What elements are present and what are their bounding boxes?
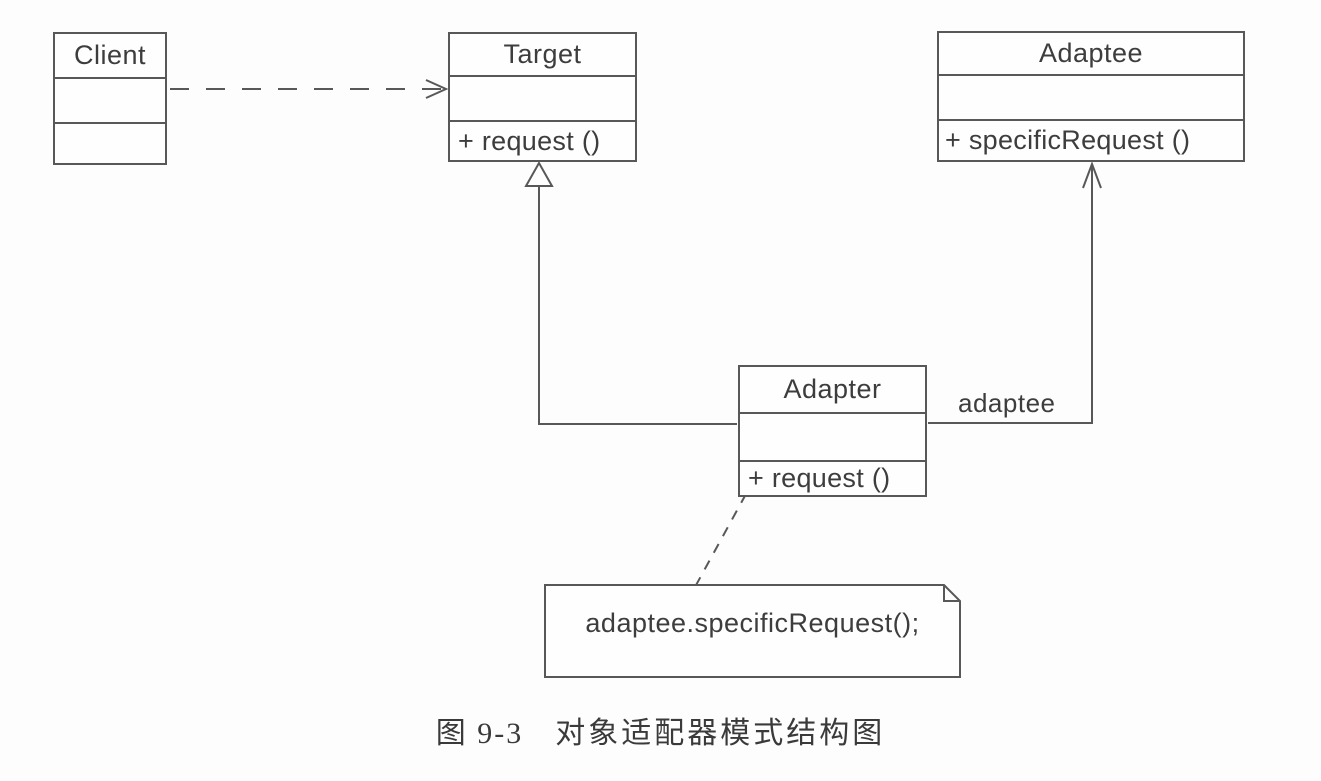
class-attributes-compartment bbox=[740, 412, 925, 460]
figure-number: 图 9-3 bbox=[435, 717, 524, 750]
open-arrowhead-icon bbox=[1082, 161, 1102, 189]
note-fold-corner-icon bbox=[943, 585, 960, 602]
class-methods-compartment: + request () bbox=[740, 460, 925, 495]
class-methods-compartment: + request () bbox=[450, 120, 635, 160]
association-role-label: adaptee bbox=[958, 388, 1056, 418]
class-box-target: Target + request () bbox=[448, 32, 637, 162]
class-box-adapter: Adapter + request () bbox=[738, 365, 927, 497]
figure-title: 对象适配器模式结构图 bbox=[555, 717, 886, 750]
class-methods-compartment bbox=[55, 122, 165, 163]
note-shape bbox=[544, 584, 961, 678]
association-line-adapter-adaptee bbox=[928, 167, 1093, 424]
class-name: Target bbox=[503, 39, 582, 69]
class-box-adaptee: Adaptee + specificRequest () bbox=[937, 31, 1245, 162]
class-box-client: Client bbox=[53, 32, 167, 165]
class-name: Client bbox=[73, 40, 147, 70]
class-name: Adapter bbox=[783, 374, 882, 404]
class-attributes-compartment bbox=[939, 74, 1243, 119]
note-anchor-line bbox=[694, 493, 747, 588]
generalization-line-adapter-target bbox=[538, 186, 737, 425]
figure-caption: 图 9-3 对象适配器模式结构图 bbox=[0, 708, 1321, 752]
class-name: Adaptee bbox=[1038, 38, 1144, 68]
class-attributes-compartment bbox=[450, 75, 635, 120]
note-text: adaptee.specificRequest(); bbox=[585, 607, 920, 638]
class-attributes-compartment bbox=[55, 77, 165, 122]
class-methods-compartment: + specificRequest () bbox=[939, 119, 1243, 160]
open-arrowhead-icon bbox=[425, 79, 449, 99]
hollow-triangle-icon bbox=[524, 160, 554, 187]
